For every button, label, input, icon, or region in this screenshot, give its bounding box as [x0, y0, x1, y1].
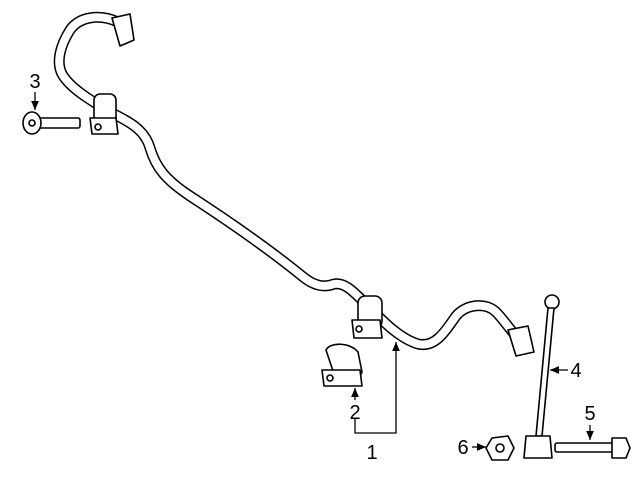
nut-part-6: [485, 435, 515, 461]
bushing-upper: [89, 93, 119, 135]
callout-2: 2: [349, 402, 360, 424]
callout-6: 6: [457, 437, 468, 459]
callout-4: 4: [570, 360, 581, 382]
bushing-lower: [351, 295, 383, 339]
callout-1: 1: [366, 442, 377, 464]
bolt-part-3: [22, 111, 81, 135]
callout-5: 5: [584, 403, 595, 425]
leader-1: [354, 342, 400, 434]
bushing-part-2: [321, 343, 363, 387]
bolt-part-5: [554, 437, 631, 459]
callout-3: 3: [29, 71, 40, 93]
stabilizer-bar: [53, 11, 535, 357]
stabilizer-link-part-4: [523, 294, 560, 459]
bar-end-right: [507, 325, 535, 357]
bar-end-left: [111, 13, 135, 47]
